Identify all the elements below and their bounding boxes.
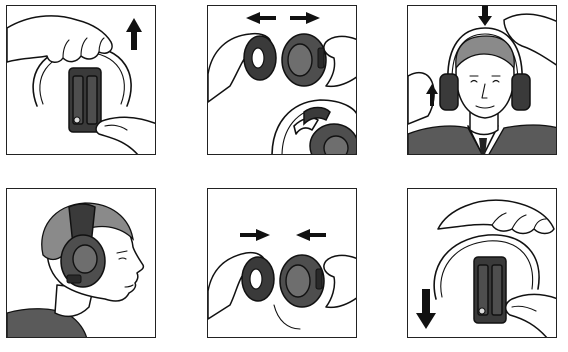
earcup-left-opening [252, 48, 264, 68]
upper-hand [7, 16, 112, 62]
right-arrow-icon [290, 12, 320, 24]
step-4-panel [6, 188, 156, 338]
right-arrow-icon [240, 229, 270, 241]
step-2-illustration [208, 6, 357, 155]
earcup-button [318, 48, 324, 68]
upper-hand [438, 200, 554, 233]
earcup-knob [74, 117, 80, 123]
earcup-right [87, 76, 97, 124]
earcup-right [492, 265, 502, 315]
right-hand [324, 36, 357, 86]
step-4-illustration [7, 189, 156, 338]
earcup-switch [67, 275, 81, 283]
headband-stub [274, 305, 300, 329]
earcup-right [512, 74, 530, 110]
earcup-left-opening [250, 269, 262, 289]
step-6-illustration [408, 189, 557, 338]
step-3-illustration [408, 6, 557, 155]
step-1-panel [6, 5, 156, 155]
step-5-illustration [208, 189, 357, 338]
down-arrow-icon [416, 289, 436, 329]
lower-hand [96, 117, 156, 155]
earcup-left [478, 265, 488, 315]
earcup-knob [479, 308, 485, 314]
right-hand [324, 255, 357, 307]
earcup-left [440, 74, 458, 110]
earcup-right-face [288, 44, 312, 76]
step-3-panel [407, 5, 557, 155]
down-arrow-icon [478, 6, 492, 26]
up-arrow-icon [126, 18, 142, 50]
earcup-face [73, 245, 97, 273]
step-5-panel [207, 188, 357, 338]
step-2-panel [207, 5, 357, 155]
lower-hand [506, 295, 557, 339]
earcup-right-face [286, 265, 310, 297]
left-arrow-icon [296, 229, 326, 241]
earcup-button [316, 269, 322, 289]
step-1-illustration [7, 6, 156, 155]
inset-earcup-face [324, 136, 348, 155]
step-6-panel [407, 188, 557, 338]
left-arrow-icon [246, 12, 276, 24]
